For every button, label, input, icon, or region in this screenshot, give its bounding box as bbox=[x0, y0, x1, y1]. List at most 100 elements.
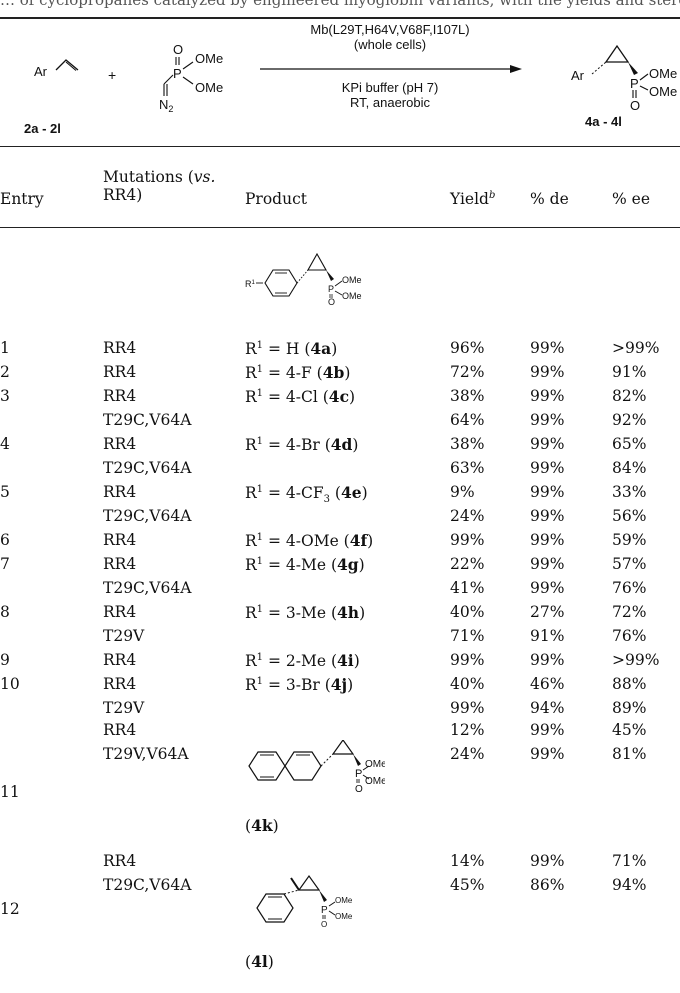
cell-yield: 99% bbox=[450, 531, 485, 549]
cell-yield: 40% bbox=[450, 603, 485, 621]
cell-product: R1 = 4-OMe (4f) bbox=[245, 531, 374, 550]
substrates-label: 2a - 2l bbox=[24, 121, 61, 136]
cell-mutations: T29V bbox=[103, 627, 145, 645]
scheme-bottom-rule bbox=[0, 146, 680, 148]
cell-ee: 82% bbox=[612, 387, 647, 405]
cell-mutations: RR4 bbox=[103, 483, 137, 501]
scheme-drawing: Ar + O P OMe OMe N2 Mb(L29T,H64V,V68F,I1… bbox=[24, 22, 677, 136]
cell-mutations: RR4 bbox=[103, 387, 137, 405]
methyl-cyclopropyl-product-structure: P OMe OMe O bbox=[256, 874, 353, 929]
cell-de: 99% bbox=[530, 483, 565, 501]
cell-entry: 5 bbox=[0, 483, 10, 501]
product-ome-2: OMe bbox=[649, 84, 677, 99]
cell-entry: 6 bbox=[0, 531, 10, 549]
reaction-arrowhead bbox=[510, 65, 522, 73]
generic-r1: R1 bbox=[245, 279, 256, 289]
header-mutations: Mutations (vs. RR4) bbox=[103, 168, 216, 204]
cell-mutations: T29C,V64A bbox=[103, 459, 192, 477]
cell-entry: 9 bbox=[0, 651, 10, 669]
cell-ee: >99% bbox=[612, 651, 660, 669]
cell-entry: 7 bbox=[0, 555, 10, 573]
cell-yield: 41% bbox=[450, 579, 485, 597]
svg-text:OMe: OMe bbox=[342, 275, 362, 285]
plus-sign: + bbox=[108, 67, 116, 83]
cell-yield: 40% bbox=[450, 675, 485, 693]
cell-de: 99% bbox=[530, 363, 565, 381]
product-label-4k: (4k) bbox=[245, 816, 279, 835]
reagent-phosphorus: P bbox=[173, 66, 182, 81]
cell-de: 99% bbox=[530, 745, 565, 763]
cell-entry: 4 bbox=[0, 435, 10, 453]
cell-mutations: T29C,V64A bbox=[103, 579, 192, 597]
cell-yield: 99% bbox=[450, 651, 485, 669]
cell-ee: 33% bbox=[612, 483, 647, 501]
product-ar-label: Ar bbox=[571, 68, 585, 83]
cell-mutations: RR4 bbox=[103, 339, 137, 357]
cell-ee: 57% bbox=[612, 555, 647, 573]
cell-product: R1 = 2-Me (4i) bbox=[245, 651, 360, 670]
generic-benzene-ring bbox=[264, 269, 298, 297]
cell-yield: 22% bbox=[450, 555, 485, 573]
cell-ee: >99% bbox=[612, 339, 660, 357]
svg-text:OMe: OMe bbox=[365, 776, 385, 787]
cell-yield: 24% bbox=[450, 507, 485, 525]
cell-product: R1 = 3-Me (4h) bbox=[245, 603, 366, 622]
reagent-ome-1: OMe bbox=[195, 51, 223, 66]
cell-mutations: T29V bbox=[103, 699, 145, 717]
svg-text:P: P bbox=[328, 284, 334, 294]
cell-yield: 99% bbox=[450, 699, 485, 717]
cell-entry: 1 bbox=[0, 339, 10, 357]
cell-de: 99% bbox=[530, 531, 565, 549]
cell-ee: 45% bbox=[612, 721, 647, 739]
table-row: 12 bbox=[0, 900, 680, 924]
cell-ee: 59% bbox=[612, 531, 647, 549]
cell-yield: 14% bbox=[450, 852, 485, 870]
cell-de: 99% bbox=[530, 339, 565, 357]
cell-de: 99% bbox=[530, 387, 565, 405]
cell-yield: 96% bbox=[450, 339, 485, 357]
table-header: Entry Mutations (vs. RR4) Product Yieldb… bbox=[0, 168, 680, 218]
cell-ee: 71% bbox=[612, 852, 647, 870]
cell-de: 46% bbox=[530, 675, 565, 693]
cell-ee: 81% bbox=[612, 745, 647, 763]
cell-de: 99% bbox=[530, 555, 565, 573]
reactant-ar-label: Ar bbox=[34, 64, 48, 79]
cell-product: R1 = 4-Br (4d) bbox=[245, 435, 359, 454]
cell-mutations: RR4 bbox=[103, 651, 137, 669]
product-label-4l: (4l) bbox=[245, 952, 274, 971]
cell-mutations: RR4 bbox=[103, 531, 137, 549]
phenyl-ring bbox=[256, 893, 294, 923]
cell-yield: 45% bbox=[450, 876, 485, 894]
cell-mutations: RR4 bbox=[103, 555, 137, 573]
naphthalene-ring-1 bbox=[248, 751, 286, 781]
table-row: T29C,V64A 45% 86% 94% bbox=[0, 876, 680, 900]
cell-mutations: RR4 bbox=[103, 721, 137, 739]
table-row: 11 bbox=[0, 783, 680, 807]
cell-entry: 11 bbox=[0, 783, 20, 801]
cell-de: 99% bbox=[530, 651, 565, 669]
cell-yield: 38% bbox=[450, 435, 485, 453]
cell-de: 99% bbox=[530, 579, 565, 597]
svg-text:O: O bbox=[355, 784, 363, 792]
cell-product: R1 = 4-Me (4g) bbox=[245, 555, 365, 574]
cell-ee: 65% bbox=[612, 435, 647, 453]
reagent-oxygen: O bbox=[173, 42, 183, 57]
cell-entry: 8 bbox=[0, 603, 10, 621]
reaction-scheme: Ar + O P OMe OMe N2 Mb(L29T,H64V,V68F,I1… bbox=[0, 22, 680, 140]
cell-entry: 10 bbox=[0, 675, 20, 693]
catalyst-line-1: Mb(L29T,H64V,V68F,I107L) bbox=[310, 22, 469, 37]
cell-de: 99% bbox=[530, 507, 565, 525]
table-row: RR4 12% 99% 45% bbox=[0, 721, 680, 745]
cell-yield: 71% bbox=[450, 627, 485, 645]
cell-de: 86% bbox=[530, 876, 565, 894]
cell-mutations: T29C,V64A bbox=[103, 507, 192, 525]
